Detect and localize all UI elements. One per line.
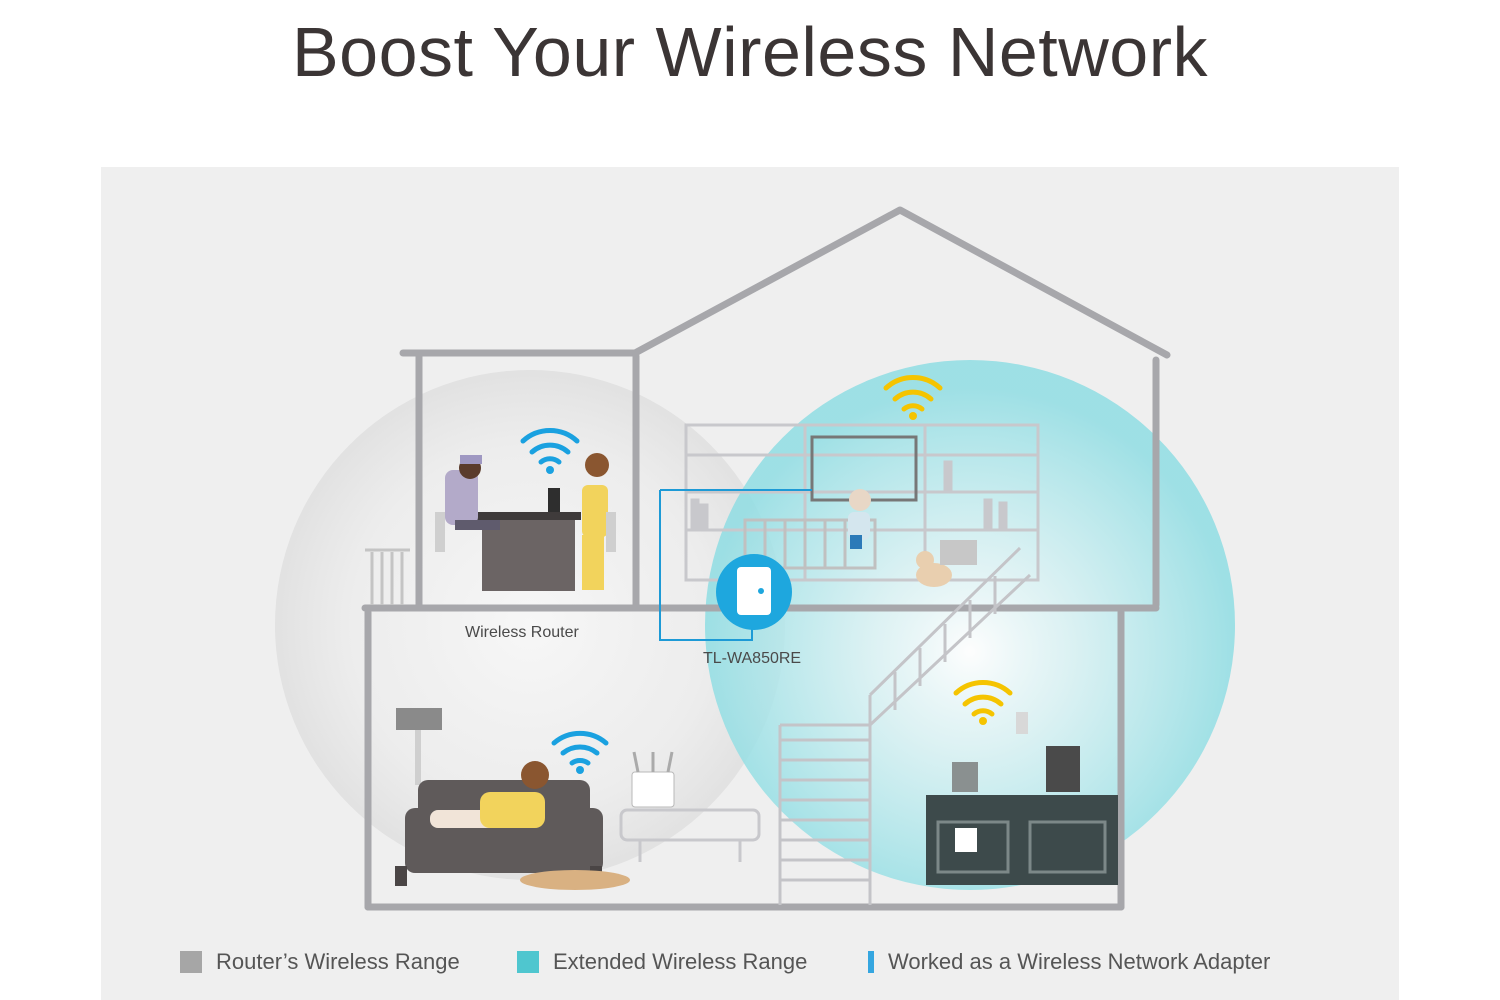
woman-reading: [430, 761, 549, 828]
legend-item-extended-range: Extended Wireless Range: [517, 946, 807, 978]
legend-label: Extended Wireless Range: [553, 949, 808, 974]
crib: [743, 518, 877, 570]
study-desk: [435, 453, 616, 591]
wifi-icon: [551, 730, 609, 766]
legend-item-router-range: Router’s Wireless Range: [180, 946, 460, 978]
tv-stand: [619, 808, 761, 862]
dog-sleeping: [520, 870, 630, 890]
wifi-icon: [883, 375, 943, 412]
floor-lamp: [396, 708, 442, 785]
legend-label: Router’s Wireless Range: [216, 949, 460, 974]
router-device-icon: [631, 751, 675, 808]
wifi-icon: [953, 680, 1013, 717]
router-range-circle: [275, 370, 785, 880]
legend-swatch: [517, 951, 539, 973]
balcony-railing: [365, 548, 410, 605]
legend-label: Worked as a Wireless Network Adapter: [888, 949, 1271, 974]
legend-swatch: [868, 951, 874, 973]
extender-connector: [659, 490, 753, 641]
wireless-adapter-device: [955, 828, 977, 852]
legend-swatch: [180, 951, 202, 973]
extender-label: TL-WA850RE: [703, 650, 802, 667]
staircase: [778, 546, 1032, 905]
router-label: Wireless Router: [465, 624, 579, 641]
baby: [848, 489, 871, 549]
legend-item-adapter: Worked as a Wireless Network Adapter: [868, 946, 1270, 978]
wifi-icon: [520, 428, 580, 465]
page-title: Boost Your Wireless Network: [291, 13, 1209, 91]
